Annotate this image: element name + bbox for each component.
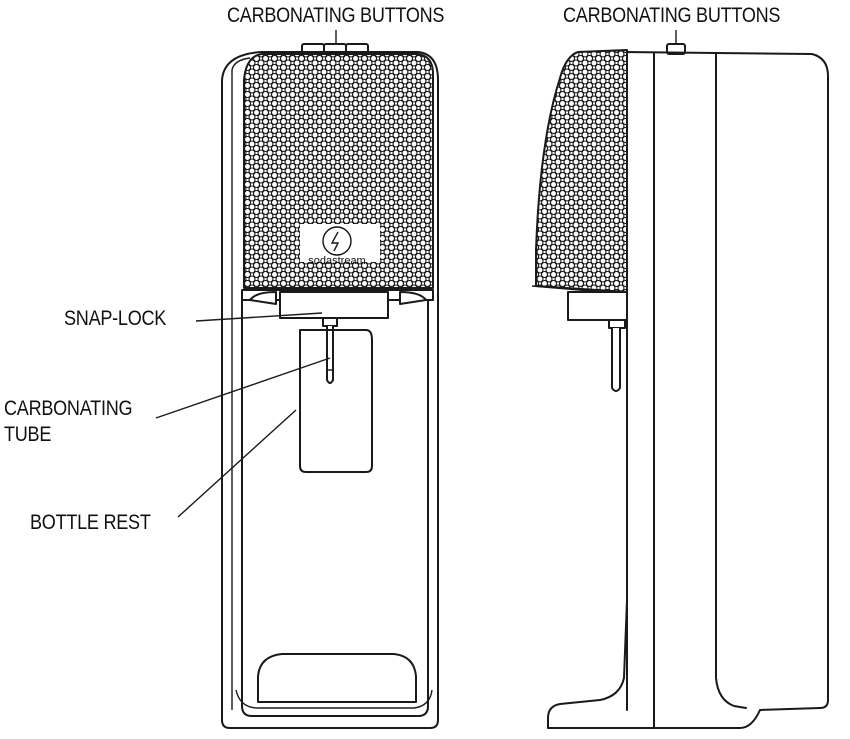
side-seam-2 (715, 53, 747, 709)
side-grill (536, 50, 627, 292)
leader-bottle-rest (177, 409, 297, 518)
label-carbonating-tube-line2: TUBE (4, 423, 52, 446)
carbonating-tube-side (608, 319, 626, 392)
label-carbonating-buttons-front: CARBONATING BUTTONS (227, 4, 445, 27)
snap-lock-side (567, 291, 628, 321)
sodastream-logo: sodastream (300, 224, 380, 267)
side-view (531, 30, 829, 729)
front-view: sodastream (221, 30, 439, 729)
snap-lock (241, 289, 434, 319)
leader-carbonating-tube (155, 357, 331, 419)
leader-snap-lock (195, 312, 323, 322)
label-carbonating-buttons-side: CARBONATING BUTTONS (563, 4, 781, 27)
bottle-rest (299, 329, 373, 473)
leader-lines (155, 312, 331, 518)
label-bottle-rest: BOTTLE REST (30, 511, 151, 534)
front-base-tray (235, 299, 433, 717)
carbonating-tube (322, 317, 338, 384)
label-carbonating-tube-line1: CARBONATING (4, 397, 133, 420)
side-body-outline (547, 51, 829, 729)
logo-text: sodastream (308, 255, 365, 267)
label-snap-lock: SNAP-LOCK (64, 307, 167, 330)
front-body-outline (221, 51, 439, 729)
carbonating-button-side (666, 43, 686, 55)
